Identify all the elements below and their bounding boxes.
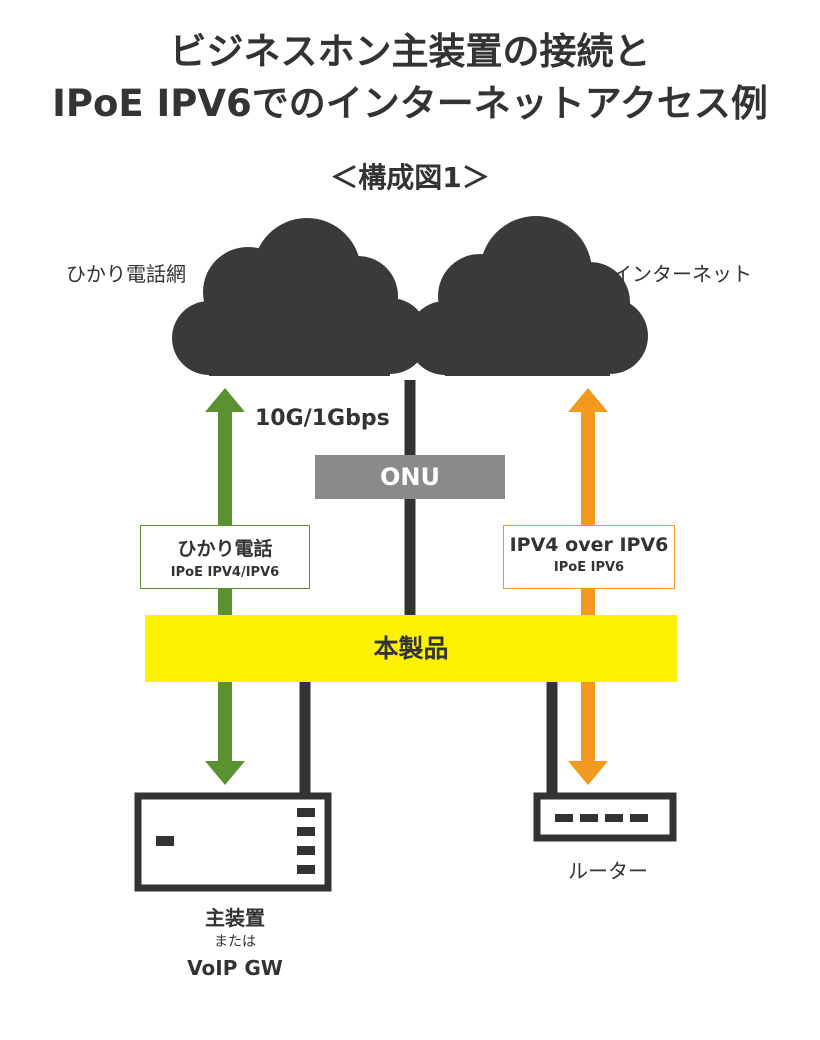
main-device-label-line-2: または [214,934,256,950]
onu-box: ONU [315,455,505,499]
hikari-network-label: ひかり電話網 [66,262,186,286]
hikari-phone-box: ひかり電話 IPoE IPV4/IPV6 [140,525,310,589]
title-line-1: ビジネスホン主装置の接続と [169,30,651,73]
router-icon [533,792,677,842]
hikari-phone-box-subtitle: IPoE IPV4/IPV6 [170,565,280,580]
diagram-subtitle: ＜構成図1＞ [330,161,490,194]
product-bar: 本製品 [145,615,677,682]
ipv4-over-ipv6-box: IPV4 over IPV6 IPoE IPV6 [503,525,675,589]
ipv4-over-ipv6-box-title: IPV4 over IPV6 [509,534,669,556]
main-device-icon [134,792,332,892]
speed-label: 10G/1Gbps [255,406,390,431]
internet-label: インターネット [612,262,752,286]
internet-cloud [408,216,648,376]
title-line-2: IPoE IPV6でのインターネットアクセス例 [52,82,768,125]
hikari-network-cloud [172,218,428,376]
main-device-label: 主装置 または VoIP GW [130,905,340,983]
main-device-label-line-3: VoIP GW [187,956,283,980]
ipv4-over-ipv6-box-subtitle: IPoE IPV6 [553,560,625,575]
router-label: ルーター [568,859,648,883]
hikari-phone-box-title: ひかり電話 [177,538,273,560]
main-device-label-line-1: 主装置 [205,906,265,930]
